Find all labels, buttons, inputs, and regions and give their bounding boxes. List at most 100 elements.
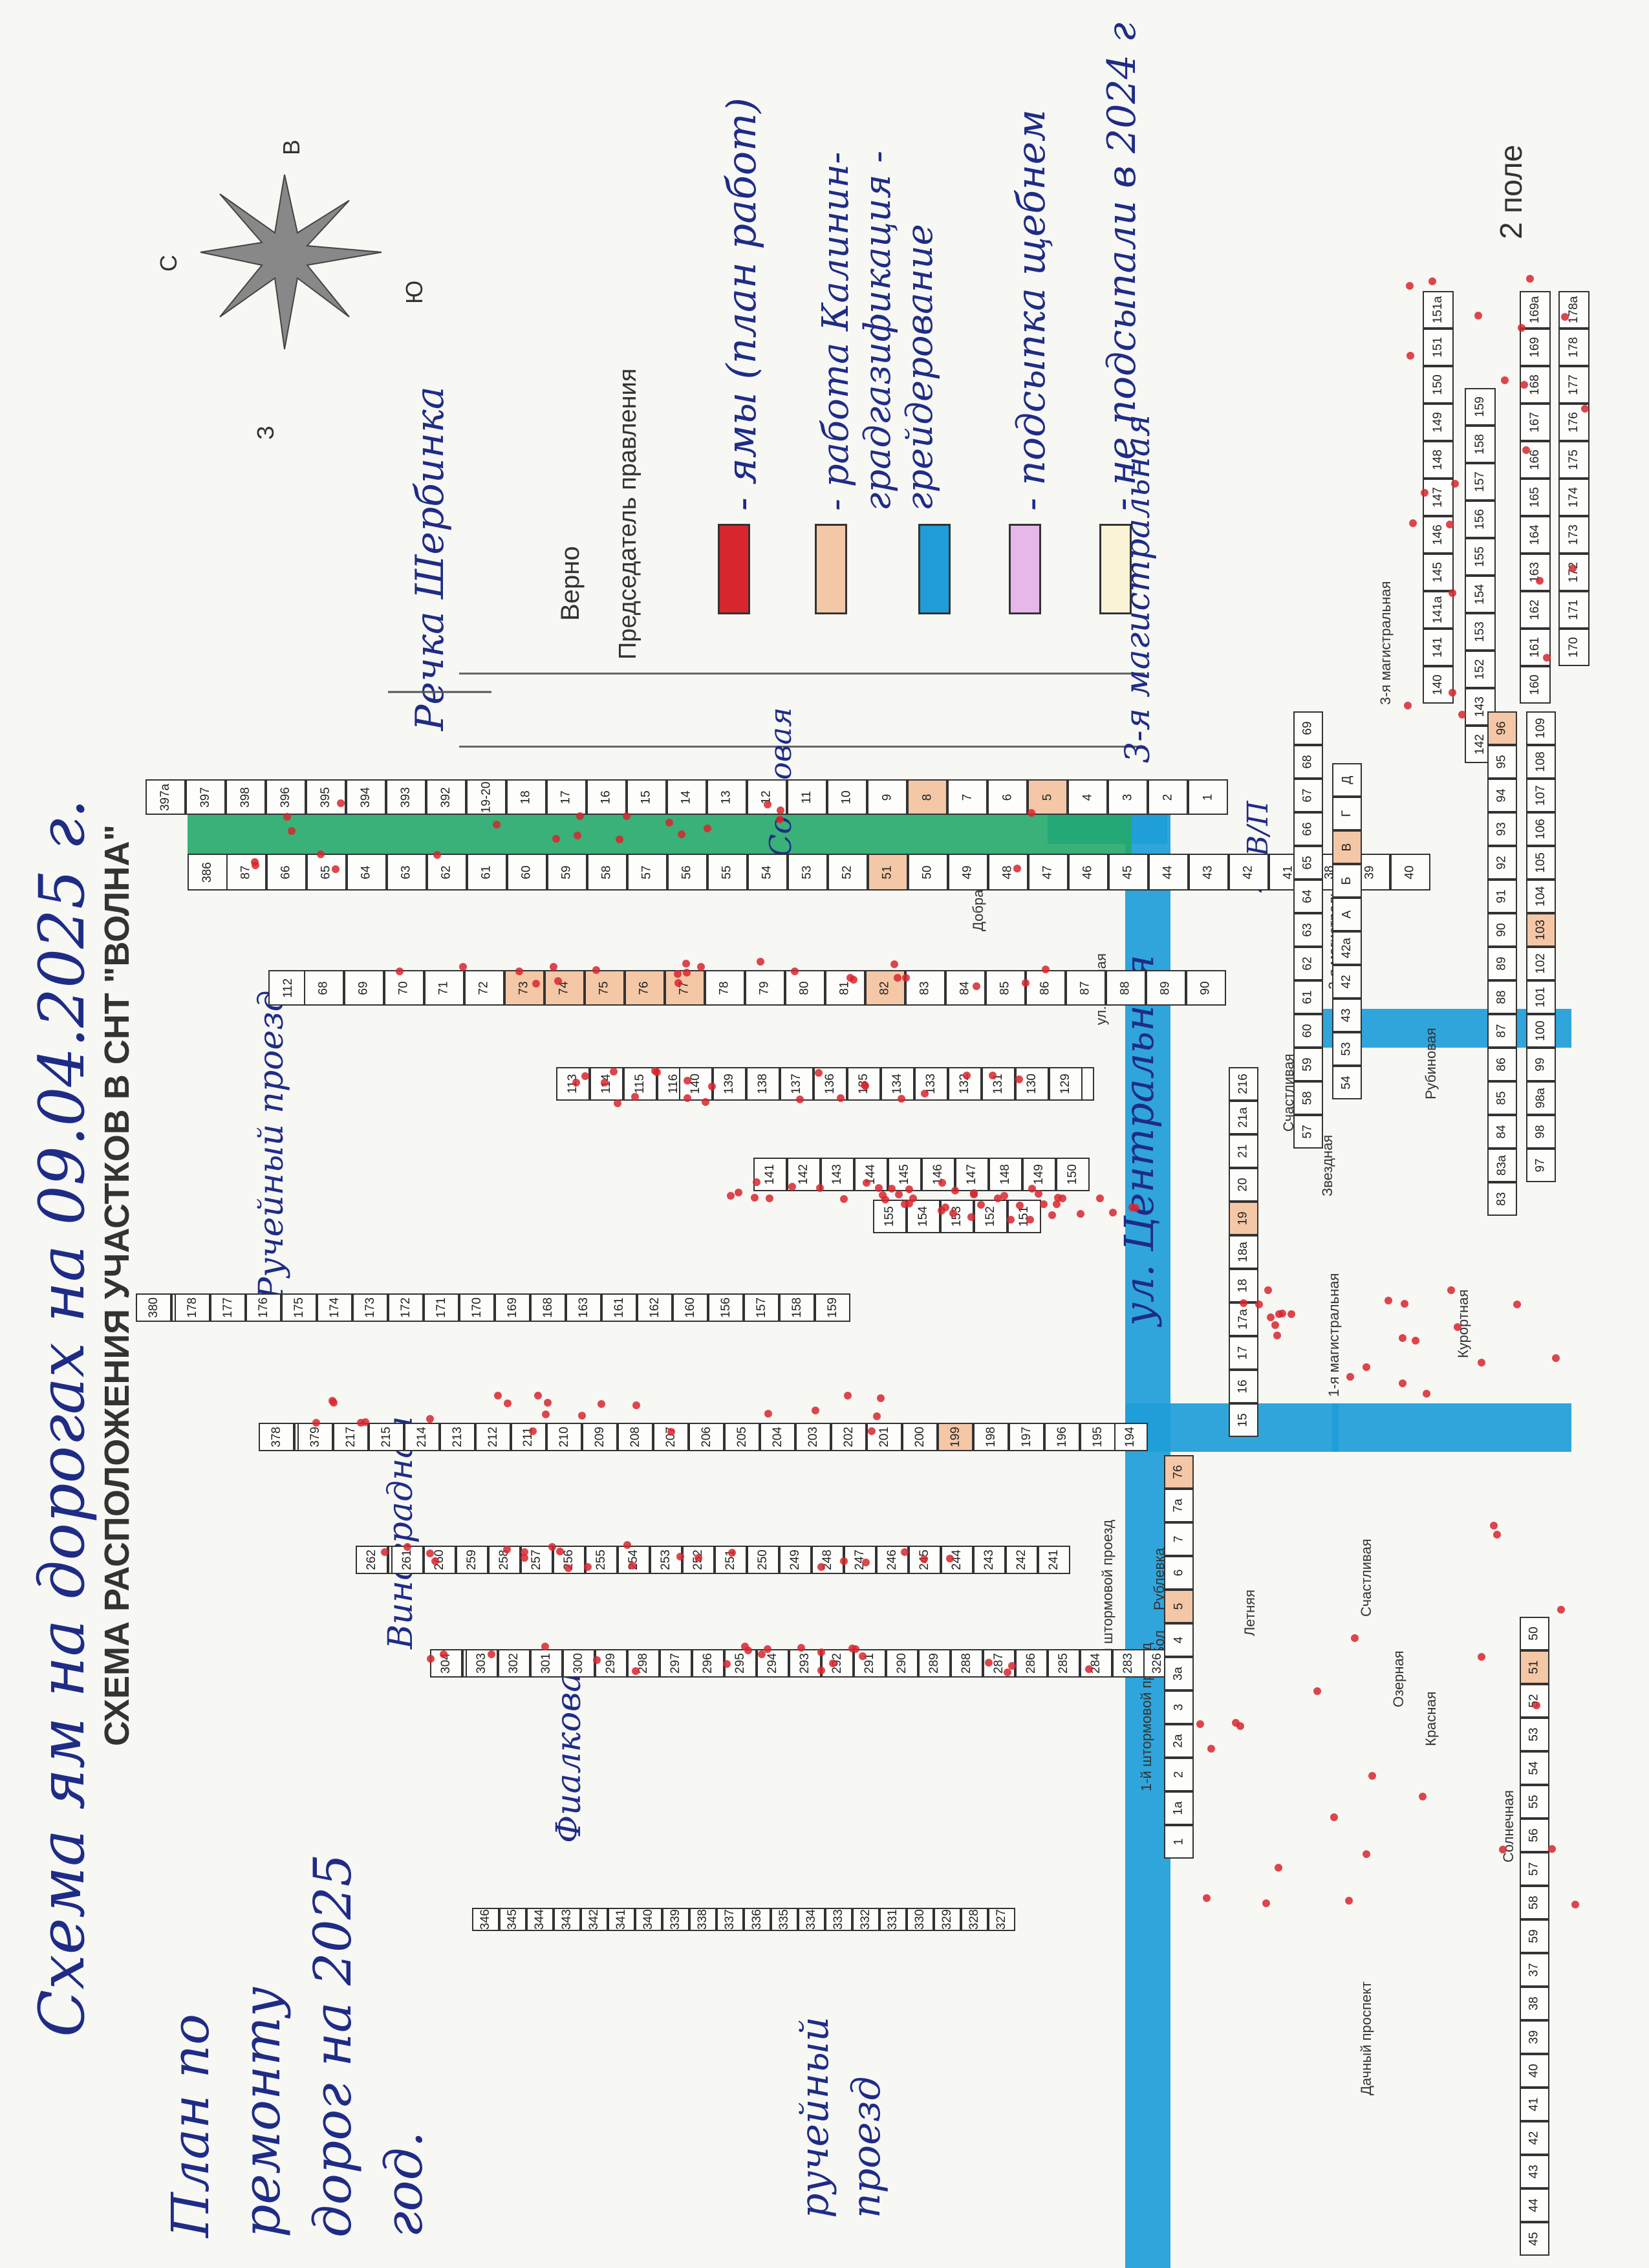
- plot-field2-4-12: 98: [1526, 1115, 1556, 1149]
- plot-top-0-14: 13: [707, 779, 747, 815]
- pit-marker: [848, 1644, 857, 1652]
- plot-top-10-10: 168: [530, 1293, 566, 1322]
- pit-marker: [1448, 689, 1456, 697]
- plan-note: План по ремонту дорог на 2025 год.: [160, 1853, 434, 2238]
- legend-text-pits: - ямы (план работ): [718, 97, 765, 511]
- plot-field2-9-6: 3а: [1164, 1657, 1194, 1690]
- pit-marker: [1000, 1192, 1009, 1200]
- plot-field2-10-17: 44: [1520, 2188, 1549, 2222]
- plot-top-2-25: 42: [1229, 854, 1269, 891]
- pit-marker: [776, 806, 784, 815]
- compass-east: В: [278, 139, 305, 155]
- plot-field2-9-5: 4: [1164, 1623, 1194, 1657]
- pit-marker: [1423, 1389, 1431, 1398]
- plot-field2-9-2: 7: [1164, 1522, 1194, 1556]
- plot-top-16-4: 299: [595, 1649, 627, 1678]
- plot-field2-8-9: 16: [1229, 1370, 1258, 1403]
- plot-top-13-0: 262: [356, 1546, 388, 1574]
- plot-top-10-16: 157: [744, 1293, 779, 1322]
- plot-field2-8-6: 18: [1229, 1269, 1258, 1302]
- plot-field2-7-3: Б: [1332, 864, 1362, 898]
- pit-marker: [905, 1185, 913, 1193]
- plot-top-17-17: 329: [934, 1908, 961, 1931]
- pit-marker: [811, 1406, 819, 1414]
- pit-marker: [631, 1667, 640, 1675]
- pit-marker: [946, 1555, 954, 1563]
- plot-top-0-17: 10: [827, 779, 867, 815]
- plot-field2-4-10: 99: [1526, 1048, 1556, 1081]
- plot-top-6-3: 137: [780, 1067, 814, 1101]
- plot-field2-10-11: 38: [1520, 1987, 1549, 2020]
- pit-marker: [1007, 1215, 1015, 1224]
- pit-marker: [1406, 281, 1414, 290]
- pit-marker: [776, 815, 784, 823]
- legend-swatch-grading: [815, 524, 847, 614]
- plot-top-17-11: 335: [771, 1908, 798, 1931]
- pit-marker: [554, 977, 563, 985]
- plot-field2-3-5: 154: [1465, 576, 1496, 613]
- pit-marker: [763, 1645, 771, 1653]
- pit-marker: [521, 1548, 529, 1557]
- plot-field2-0-8: 141а: [1423, 591, 1454, 629]
- pit-marker: [1346, 1373, 1354, 1381]
- plot-top-12-20: 197: [1009, 1423, 1044, 1451]
- plot-top-16-17: 286: [1015, 1649, 1048, 1678]
- pit-marker: [703, 825, 711, 833]
- plot-field2-3-3: 156: [1465, 501, 1496, 538]
- plot-top-0-2: 398: [226, 779, 266, 815]
- plot-field2-8-7: 17а: [1229, 1302, 1258, 1336]
- pit-marker: [667, 1427, 675, 1436]
- plot-top-17-15: 331: [879, 1908, 907, 1931]
- pit-marker: [967, 1213, 976, 1222]
- pit-marker: [937, 1207, 945, 1215]
- pit-marker: [1015, 1201, 1024, 1209]
- page-title: СХЕМА РАСПОЛОЖЕНИЯ УЧАСТКОВ В СНТ "ВОЛНА…: [98, 824, 136, 1746]
- plot-field2-6-4: 65: [1293, 846, 1323, 880]
- pit-marker: [542, 1410, 550, 1418]
- plot-top-16-20: 283: [1112, 1649, 1145, 1678]
- plot-top-16-14: 289: [918, 1649, 951, 1678]
- pit-marker: [1547, 1844, 1556, 1853]
- plot-field2-10-8: 58: [1520, 1886, 1549, 1919]
- plot-field2-9-8: 2а: [1164, 1724, 1194, 1758]
- plot-top-0-4: 395: [306, 779, 346, 815]
- plot-field2-0-2: 150: [1423, 366, 1454, 404]
- pit-marker: [877, 1394, 885, 1403]
- pit-marker: [1059, 1194, 1067, 1202]
- plot-top-10-14: 160: [673, 1293, 708, 1322]
- plot-field2-4-4: 105: [1526, 846, 1556, 880]
- plot-field2-10-16: 43: [1520, 2155, 1549, 2188]
- plot-field2-2-0: 178а: [1558, 291, 1590, 329]
- plot-field2-4-6: 103: [1526, 913, 1556, 947]
- pit-marker: [1522, 446, 1530, 454]
- plot-field2-3-6: 153: [1465, 613, 1496, 651]
- legend-swatch-gravel: [918, 524, 951, 614]
- plot-top-0-12: 15: [627, 779, 667, 815]
- plot-field2-6-5: 64: [1293, 880, 1323, 913]
- pit-marker: [528, 1427, 537, 1435]
- pit-marker: [593, 1656, 601, 1664]
- pit-marker: [493, 1391, 502, 1399]
- plot-field2-8-3: 20: [1229, 1168, 1258, 1202]
- pit-marker: [1287, 1310, 1295, 1318]
- plot-field2-7-9: 54: [1332, 1066, 1362, 1099]
- approval-chairman: Председатель правления: [614, 368, 641, 660]
- plot-field2-9-11: 1: [1164, 1825, 1194, 1859]
- plot-top-2-10: 57: [627, 854, 667, 891]
- legend-swatch-other: [1099, 524, 1132, 614]
- plot-top-0-24: 3: [1108, 779, 1148, 815]
- pit-marker: [741, 1643, 749, 1651]
- pit-marker: [921, 1089, 929, 1097]
- field-label: 2 поле: [1494, 144, 1529, 239]
- plot-field2-4-2: 107: [1526, 779, 1556, 812]
- pit-marker: [850, 976, 858, 984]
- plot-top-14-8: 253: [650, 1546, 682, 1574]
- pit-marker: [900, 1548, 909, 1556]
- pit-marker: [609, 1068, 618, 1076]
- pit-marker: [564, 1564, 572, 1573]
- plot-field2-9-4: 5: [1164, 1590, 1194, 1623]
- pit-marker: [1399, 1334, 1407, 1343]
- pit-marker: [1262, 1899, 1271, 1907]
- plot-top-12-1: 217: [333, 1423, 369, 1451]
- plot-top-7-3: 144: [854, 1158, 888, 1191]
